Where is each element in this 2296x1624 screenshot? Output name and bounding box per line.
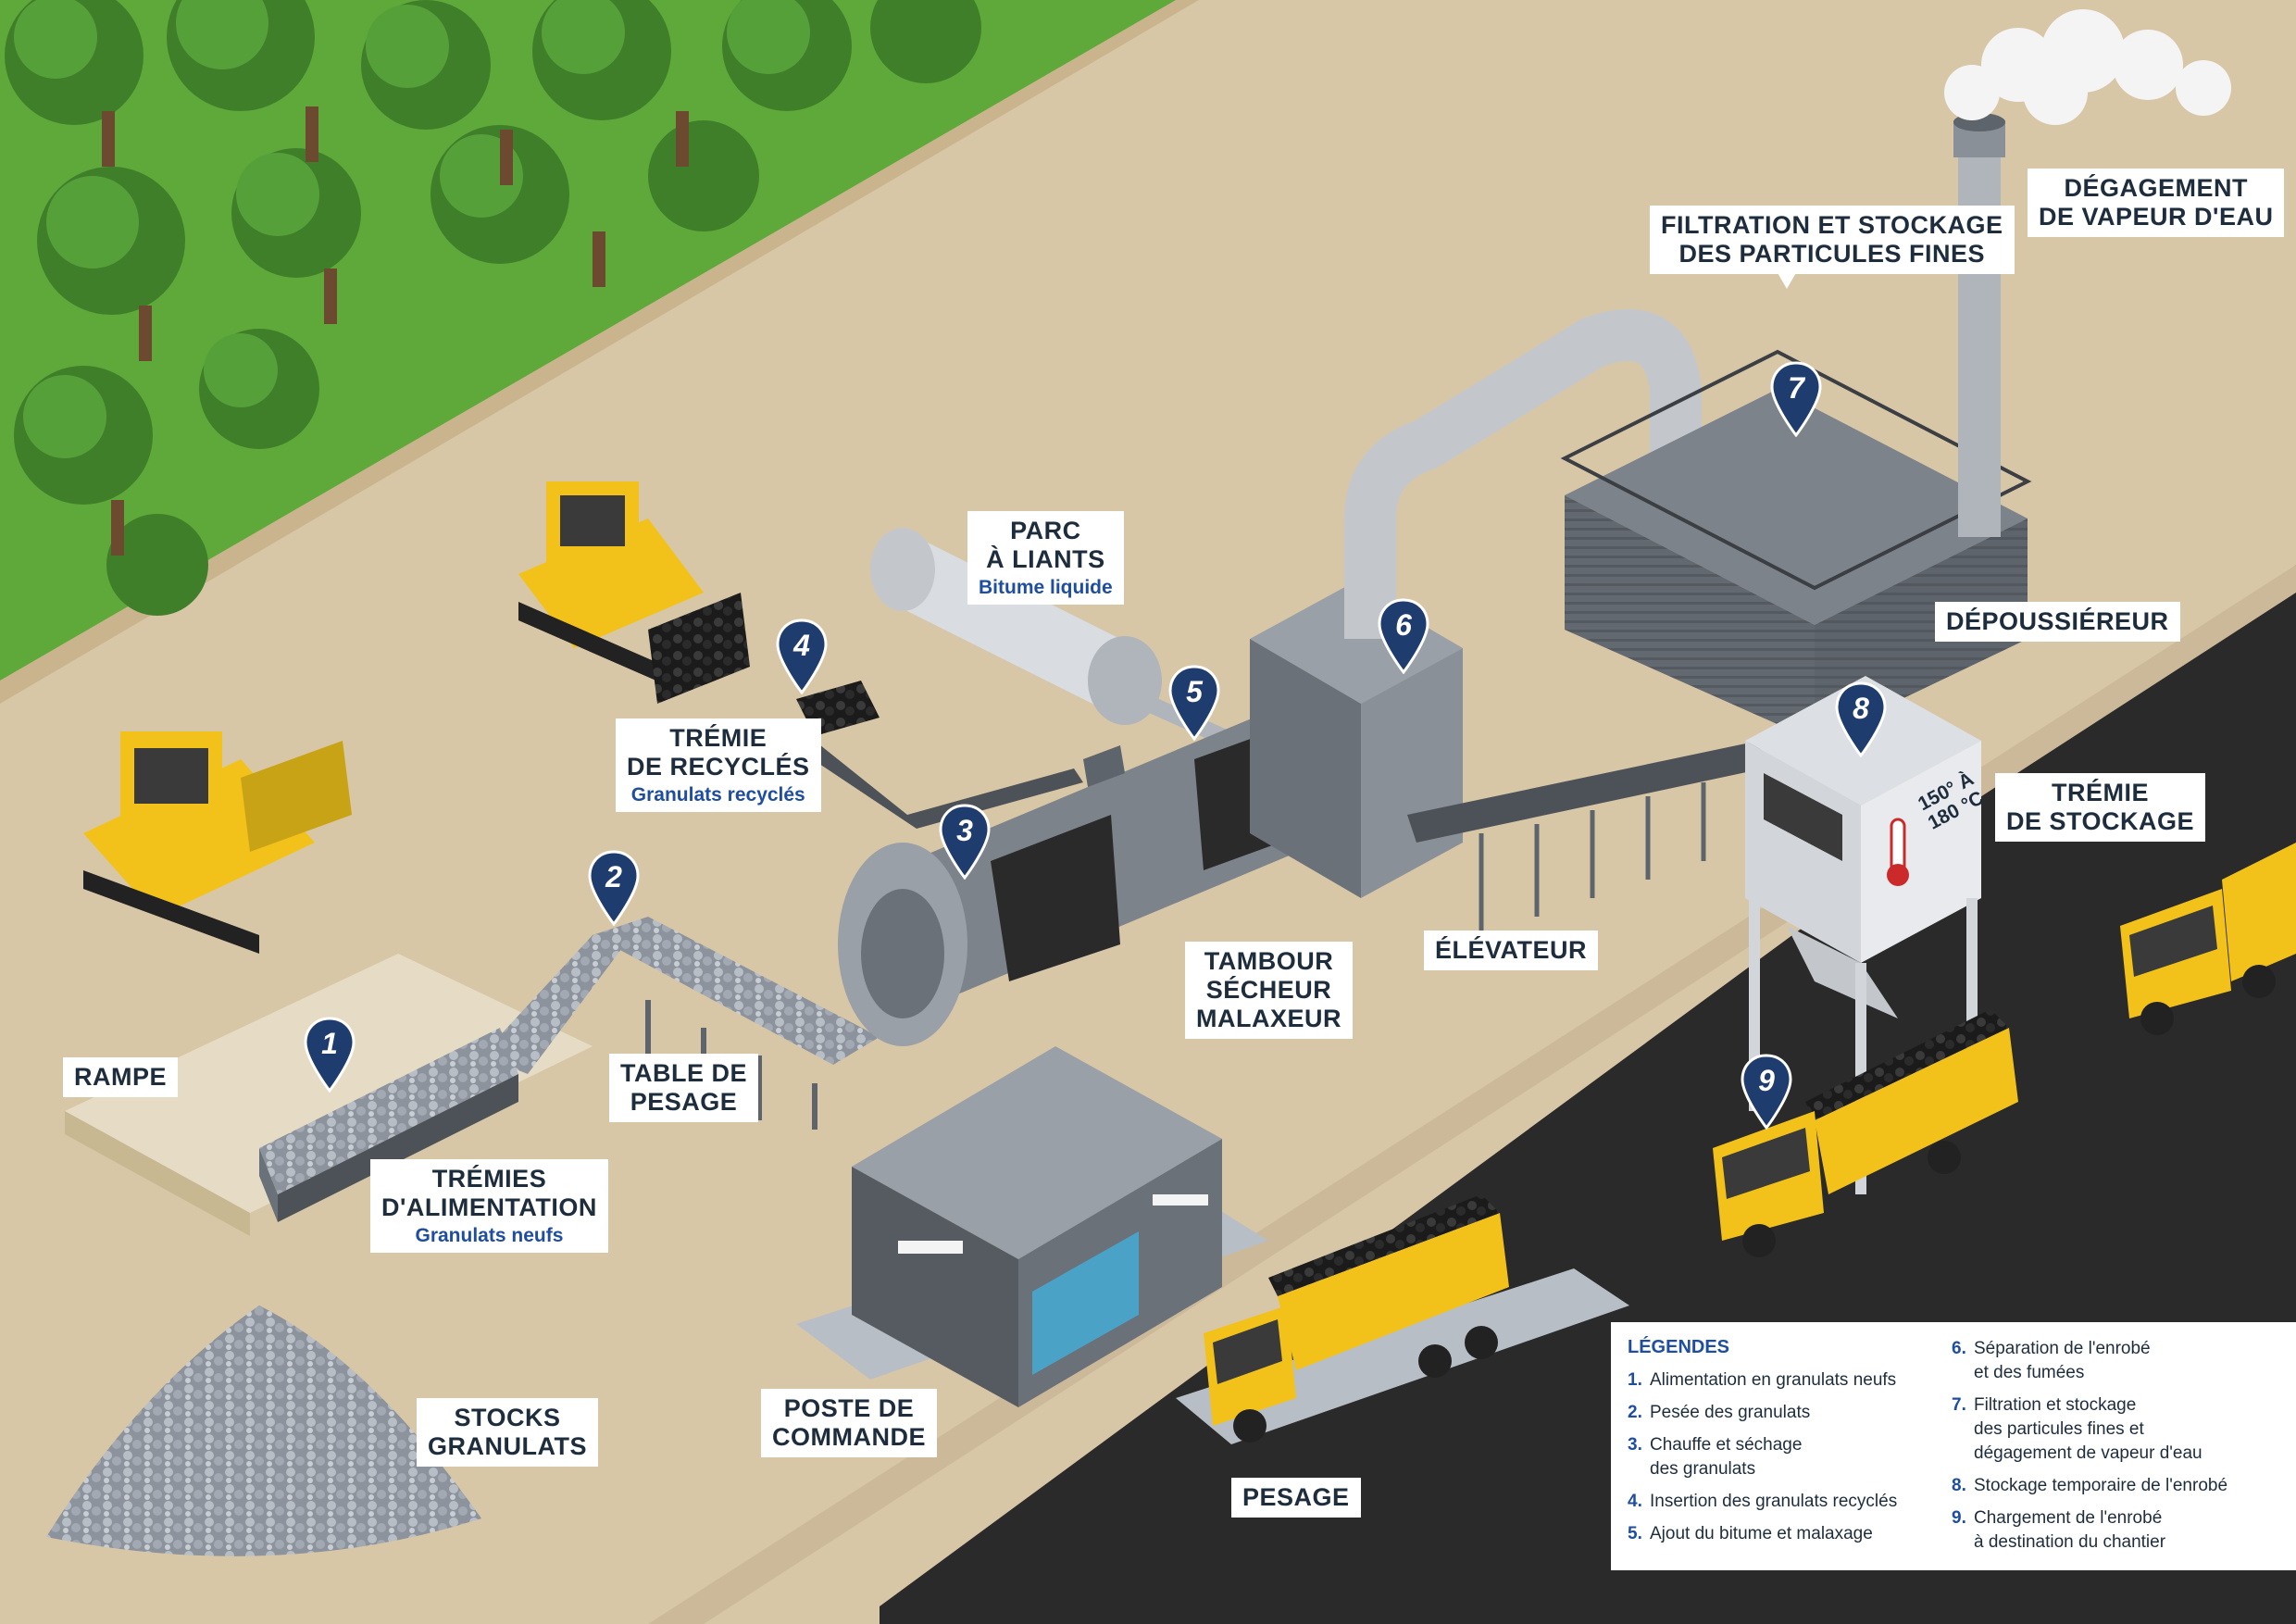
loader-left <box>83 731 352 954</box>
legend-item: 8.Stockage temporaire de l'enrobé <box>1952 1476 2228 1495</box>
weighing-table <box>593 917 880 1065</box>
pin-8-storage: 8 <box>1835 681 1887 758</box>
label-tambour: TAMBOUR SÉCHEUR MALAXEUR <box>1185 942 1353 1040</box>
loader-top <box>518 481 750 704</box>
legend-item: 1.Alimentation en granulats neufs <box>1628 1370 1897 1390</box>
dryer-drum <box>838 704 1342 1046</box>
legend-panel: LÉGENDES 1.Alimentation en granulats neu… <box>1611 1322 2296 1570</box>
label-parc-liants: PARC À LIANTS Bitume liquide <box>967 511 1124 606</box>
label-tremie-stockage: TRÉMIE DE STOCKAGE <box>1995 773 2206 843</box>
pin-4-recycled: 4 <box>776 618 828 695</box>
legend-item: 9.Chargement de l'enrobé à destination d… <box>1952 1508 2166 1552</box>
label-pesage: PESAGE <box>1231 1478 1361 1518</box>
label-tremie-recycles: TRÉMIE DE RECYCLÉS Granulats recyclés <box>616 718 821 813</box>
pin-5-bitumen: 5 <box>1168 665 1220 742</box>
legend-column-right: 6.Séparation de l'enrobé et des fumées 7… <box>1952 1337 2266 1563</box>
label-filtration: FILTRATION ET STOCKAGE DES PARTICULES FI… <box>1650 206 2015 275</box>
forest <box>5 0 981 616</box>
label-rampe: RAMPE <box>63 1057 179 1098</box>
truck-loading <box>1713 1009 2018 1257</box>
legend-column-left: 1.Alimentation en granulats neufs 2.Pesé… <box>1628 1368 1942 1555</box>
label-poste-commande: POSTE DE COMMANDE <box>761 1389 937 1458</box>
gravel-pile <box>46 1305 481 1556</box>
pin-2-weighing: 2 <box>588 850 640 927</box>
legend-item: 4.Insertion des granulats recyclés <box>1628 1492 1898 1511</box>
legend-item: 7.Filtration et stockage des particules … <box>1952 1395 2202 1463</box>
label-elevateur: ÉLÉVATEUR <box>1424 931 1599 971</box>
elevator-conveyor <box>1407 741 1764 843</box>
legend-title: LÉGENDES <box>1628 1337 1730 1357</box>
pin-7-filtration: 7 <box>1770 361 1822 438</box>
pin-3-drying: 3 <box>939 804 991 881</box>
steam-cloud <box>1944 9 2231 125</box>
exhaust-pipe <box>1344 308 1702 639</box>
pin-6-separation: 6 <box>1378 598 1429 675</box>
legend-item: 6.Séparation de l'enrobé et des fumées <box>1952 1339 2151 1382</box>
pin-9-loading: 9 <box>1741 1054 1792 1131</box>
label-tremies-alimentation: TRÉMIES D'ALIMENTATION Granulats neufs <box>370 1159 608 1254</box>
label-table-pesage: TABLE DE PESAGE <box>609 1054 758 1123</box>
legend-item: 5.Ajout du bitume et malaxage <box>1628 1524 1873 1543</box>
dust-collector <box>1560 349 2032 741</box>
label-depoussiereur: DÉPOUSSIÉREUR <box>1935 602 2180 643</box>
control-building <box>796 1046 1268 1407</box>
truck-right <box>2120 843 2296 1035</box>
label-degagement: DÉGAGEMENT DE VAPEUR D'EAU <box>2028 169 2285 238</box>
pin-1-feed: 1 <box>304 1017 356 1093</box>
chimney <box>1953 113 2005 537</box>
label-stocks-granulats: STOCKS GRANULATS <box>417 1398 598 1468</box>
truck-weighbridge <box>1204 1194 1509 1443</box>
legend-item: 3.Chauffe et séchage des granulats <box>1628 1435 1803 1479</box>
feeder-hoppers <box>259 1028 518 1222</box>
legend-item: 2.Pesée des granulats <box>1628 1403 1811 1422</box>
